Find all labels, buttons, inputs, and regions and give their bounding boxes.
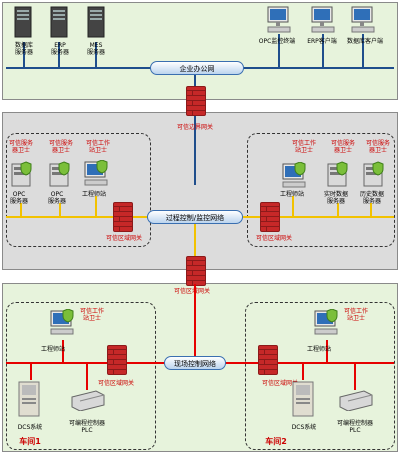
realtime-data-server-label: 实时数据服务器 <box>323 191 348 205</box>
bus-link <box>95 42 97 68</box>
bus-link <box>30 362 32 380</box>
right-workstation-guard-label: 可信工作站卫士 <box>291 140 316 154</box>
right-control-group <box>247 133 395 247</box>
field-zone-gateway-label: 可信区域网关 <box>173 288 210 295</box>
bus-link <box>292 196 294 217</box>
enterprise-network-label: 企业办公网 <box>150 61 244 75</box>
erp-client-icon <box>311 6 335 33</box>
dcs-cabinet-icon <box>292 381 314 417</box>
workshop-2-gateway-label: 可信区域网关 <box>261 380 298 387</box>
left-control-group <box>6 133 151 247</box>
left-server-guard-label: 可信服务器卫士 <box>48 140 73 154</box>
plc-icon <box>339 390 373 411</box>
left-zone-gateway-label: 可信区域网关 <box>105 235 142 242</box>
database-client-icon <box>351 6 375 33</box>
engineer-workstation-label: 工程师站 <box>279 191 304 198</box>
database-client-label: 数据库客户端 <box>346 38 383 45</box>
bus-link <box>95 196 97 217</box>
mes-server-icon <box>87 6 105 38</box>
engineer-workstation-label: 工程师站 <box>306 346 331 353</box>
bus-link <box>326 340 328 363</box>
workshop-2-guard-label: 可信工作站卫士 <box>343 308 368 322</box>
plc-icon <box>71 390 105 411</box>
workshop-1-title: 车间1 <box>19 437 41 446</box>
bus-link <box>322 34 324 68</box>
engineer-workstation-icon <box>84 160 108 186</box>
process-control-zone <box>2 112 398 270</box>
workshop-2-group <box>245 302 395 450</box>
process-control-network-label: 过程控制/监控网络 <box>147 210 243 224</box>
boundary-gateway-label: 可信边界网关 <box>176 124 213 131</box>
bus-link <box>59 203 61 217</box>
engineer-workstation-label: 工程师站 <box>40 346 65 353</box>
bus-link <box>302 362 304 380</box>
database-server-label: 数据库服务器 <box>14 42 33 56</box>
boundary-gateway-firewall-icon <box>186 86 206 116</box>
opc-terminal-icon <box>267 6 291 33</box>
right-server-guard-label: 可信服务器卫士 <box>365 140 390 154</box>
dcs-label: DCS系统 <box>291 424 317 431</box>
workshop-1-gateway-label: 可信区域网关 <box>97 380 134 387</box>
workshop-2-gateway-firewall-icon <box>258 345 278 375</box>
bus-link <box>58 42 60 68</box>
bus-link <box>86 362 88 390</box>
dcs-cabinet-icon <box>18 381 40 417</box>
left-server-guard-label: 可信服务器卫士 <box>8 140 33 154</box>
trunk-link <box>194 67 196 185</box>
bus-link <box>23 42 25 68</box>
bus-link <box>362 34 364 68</box>
field-zone-gateway-firewall-icon <box>186 256 206 286</box>
workshop-1-group <box>6 302 156 450</box>
workshop-1-gateway-firewall-icon <box>107 345 127 375</box>
bus-link <box>62 340 64 363</box>
right-zone-gateway-firewall-icon <box>260 202 280 232</box>
trunk-link <box>194 284 196 364</box>
opc-server-icon <box>11 161 32 187</box>
bus-link <box>278 34 280 68</box>
engineer-workstation-label: 工程师站 <box>81 191 106 198</box>
database-server-icon <box>14 6 32 38</box>
opc-server-icon <box>49 161 70 187</box>
right-server-guard-label: 可信服务器卫士 <box>330 140 355 154</box>
left-zone-gateway-firewall-icon <box>113 202 133 232</box>
dcs-label: DCS系统 <box>17 424 43 431</box>
realtime-data-server-icon <box>327 161 348 187</box>
engineer-workstation-icon <box>282 162 306 188</box>
history-data-server-icon <box>363 161 384 187</box>
erp-server-icon <box>50 6 68 38</box>
bus-link <box>20 203 22 217</box>
bus-link <box>337 203 339 217</box>
field-control-network-label: 现场控制网络 <box>164 356 226 370</box>
history-data-server-label: 历史数据服务器 <box>359 191 384 205</box>
bus-link <box>354 362 356 390</box>
left-workstation-guard-label: 可信工作站卫士 <box>85 140 110 154</box>
right-zone-gateway-label: 可信区域网关 <box>255 235 292 242</box>
engineer-workstation-icon <box>50 309 74 335</box>
engineer-workstation-icon <box>314 309 338 335</box>
opc-terminal-label: OPC监控终端 <box>258 38 296 45</box>
workshop-1-guard-label: 可信工作站卫士 <box>79 308 104 322</box>
trunk-link <box>194 216 196 256</box>
bus-link <box>370 203 372 217</box>
workshop-2-title: 车间2 <box>265 437 287 446</box>
erp-client-label: ERP客户端 <box>307 38 337 45</box>
